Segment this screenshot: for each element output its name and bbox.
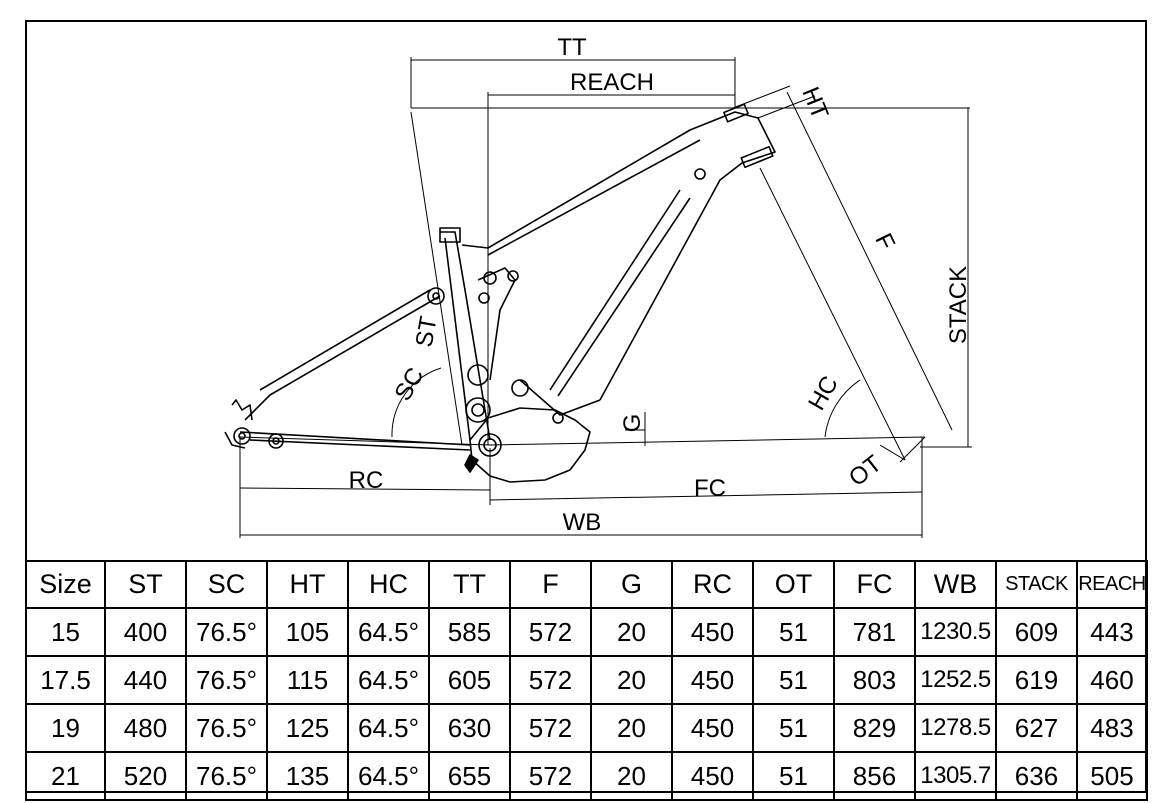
- cell-st: 440: [104, 655, 187, 705]
- cell-sc: 76.5°: [185, 655, 268, 705]
- label-ot: OT: [844, 450, 887, 492]
- header-fc: FC: [833, 560, 916, 609]
- fc-dimension-line: [489, 491, 923, 501]
- cell-st: 480: [104, 703, 187, 753]
- label-ht: HT: [796, 83, 833, 123]
- cell-reach: 505: [1076, 751, 1148, 801]
- header-size: Size: [25, 560, 106, 609]
- cell-reach: 460: [1076, 655, 1148, 705]
- cell-wb: 1278.5: [914, 703, 997, 753]
- header-f: F: [509, 560, 592, 609]
- cell-rc: 450: [671, 607, 754, 657]
- diagram-labels: TT REACH HT F STACK ST SC HC G OT RC FC …: [349, 34, 972, 536]
- cell-reach: 443: [1076, 607, 1148, 657]
- header-ot: OT: [752, 560, 835, 609]
- sc-angle-arc: [391, 367, 442, 438]
- header-rc: RC: [671, 560, 754, 609]
- cell-ht: 135: [266, 751, 349, 801]
- header-st: ST: [104, 560, 187, 609]
- cell-rc: 450: [671, 703, 754, 753]
- cell-g: 20: [590, 751, 673, 801]
- label-tt: TT: [557, 34, 587, 61]
- label-rc: RC: [349, 467, 384, 494]
- label-sc: SC: [389, 363, 429, 405]
- cell-f: 572: [509, 703, 592, 753]
- cell-reach: 483: [1076, 703, 1148, 753]
- cell-ht: 105: [266, 607, 349, 657]
- cell-hc: 64.5°: [347, 607, 430, 657]
- label-stack: STACK: [945, 266, 972, 344]
- cell-rc: 450: [671, 655, 754, 705]
- cell-f: 572: [509, 655, 592, 705]
- header-stack: STACK: [995, 560, 1078, 609]
- f-dimension-line: [786, 91, 953, 431]
- geometry-table: Size ST SC HT HC TT F G RC OT FC WB STAC…: [25, 560, 1148, 801]
- cell-hc: 64.5°: [347, 751, 430, 801]
- cell-size: 17.5: [25, 655, 106, 705]
- cell-f: 572: [509, 751, 592, 801]
- hc-angle-arc: [824, 379, 861, 438]
- bike-frame: [224, 103, 776, 483]
- cell-ot: 51: [752, 655, 835, 705]
- cell-fc: 856: [833, 751, 916, 801]
- cell-g: 20: [590, 607, 673, 657]
- cell-sc: 76.5°: [185, 703, 268, 753]
- label-g: G: [619, 414, 646, 433]
- cell-size: 21: [25, 751, 106, 801]
- cell-sc: 76.5°: [185, 751, 268, 801]
- cell-ot: 51: [752, 751, 835, 801]
- header-hc: HC: [347, 560, 430, 609]
- cell-rc: 450: [671, 751, 754, 801]
- cell-fc: 803: [833, 655, 916, 705]
- cell-wb: 1252.5: [914, 655, 997, 705]
- frame-geometry-diagram: TT REACH HT F STACK ST SC HC G OT RC FC …: [224, 34, 972, 538]
- cell-hc: 64.5°: [347, 655, 430, 705]
- cell-ht: 115: [266, 655, 349, 705]
- cell-size: 19: [25, 703, 106, 753]
- cell-sc: 76.5°: [185, 607, 268, 657]
- label-fc: FC: [694, 475, 726, 502]
- cell-wb: 1230.5: [914, 607, 997, 657]
- label-wb: WB: [563, 509, 602, 536]
- cell-tt: 605: [428, 655, 511, 705]
- cell-st: 520: [104, 751, 187, 801]
- cell-g: 20: [590, 655, 673, 705]
- cell-tt: 630: [428, 703, 511, 753]
- label-st: ST: [411, 314, 443, 349]
- cell-ot: 51: [752, 703, 835, 753]
- cell-stack: 636: [995, 751, 1078, 801]
- header-tt: TT: [428, 560, 511, 609]
- cell-stack: 619: [995, 655, 1078, 705]
- cell-hc: 64.5°: [347, 703, 430, 753]
- header-reach: REACH: [1076, 560, 1148, 609]
- cell-stack: 627: [995, 703, 1078, 753]
- cell-tt: 585: [428, 607, 511, 657]
- cell-stack: 609: [995, 607, 1078, 657]
- cell-g: 20: [590, 703, 673, 753]
- header-g: G: [590, 560, 673, 609]
- label-hc: HC: [803, 371, 844, 415]
- header-sc: SC: [185, 560, 268, 609]
- table-header-row: Size ST SC HT HC TT F G RC OT FC WB STAC…: [25, 560, 1148, 609]
- cell-ht: 125: [266, 703, 349, 753]
- label-f: F: [869, 229, 900, 254]
- header-wb: WB: [914, 560, 997, 609]
- cell-fc: 829: [833, 703, 916, 753]
- cell-tt: 655: [428, 751, 511, 801]
- rc-dimension-line: [239, 487, 491, 491]
- cell-wb: 1305.7: [914, 751, 997, 801]
- label-reach: REACH: [570, 69, 654, 96]
- cell-fc: 781: [833, 607, 916, 657]
- cell-st: 400: [104, 607, 187, 657]
- cell-size: 15: [25, 607, 106, 657]
- cell-ot: 51: [752, 607, 835, 657]
- cell-f: 572: [509, 607, 592, 657]
- header-ht: HT: [266, 560, 349, 609]
- dimension-lines: [239, 57, 972, 538]
